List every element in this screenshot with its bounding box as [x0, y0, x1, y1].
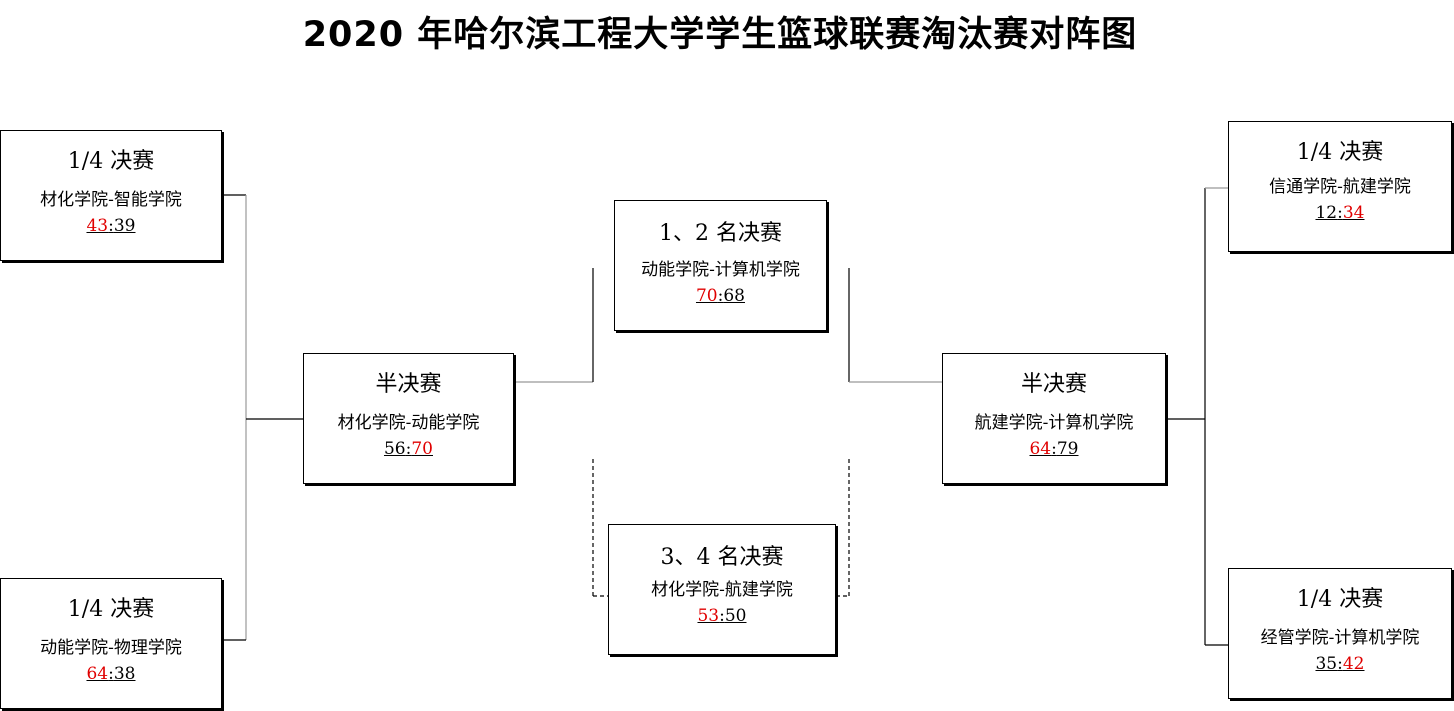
match-score: 35:42	[1229, 653, 1451, 675]
score-b: 34	[1342, 203, 1365, 223]
match-score: 53:50	[609, 605, 835, 627]
match-box-qf1: 1/4 决赛 材化学院-智能学院 43:39	[0, 130, 222, 261]
match-teams: 动能学院-物理学院	[40, 638, 182, 658]
score-a: 64	[86, 664, 109, 684]
match-score: 64:38	[1, 663, 221, 685]
match-stage: 半决赛	[375, 372, 442, 397]
match-stage: 1/4 决赛	[1296, 587, 1384, 612]
score-separator: :	[1337, 654, 1343, 674]
match-score: 12:34	[1229, 202, 1451, 224]
match-teams: 材化学院-智能学院	[40, 190, 182, 210]
score-a: 53	[697, 606, 720, 626]
match-score: 70:68	[615, 285, 826, 307]
match-stage: 1/4 决赛	[67, 149, 155, 174]
score-a: 64	[1029, 439, 1052, 459]
score-a: 70	[695, 286, 718, 306]
match-teams: 材化学院-动能学院	[337, 413, 480, 433]
score-separator: :	[108, 664, 114, 684]
match-box-sf1: 半决赛 材化学院-动能学院 56:70	[303, 353, 514, 484]
score-separator: :	[1337, 203, 1343, 223]
score-a: 43	[86, 216, 109, 236]
score-a: 35	[1315, 654, 1338, 674]
match-stage: 1/4 决赛	[67, 597, 155, 622]
score-b: 42	[1342, 654, 1365, 674]
score-separator: :	[1051, 439, 1057, 459]
score-b: 50	[724, 606, 747, 626]
score-b: 79	[1056, 439, 1079, 459]
match-box-qf3: 1/4 决赛 信通学院-航建学院 12:34	[1228, 121, 1452, 252]
score-a: 56	[383, 439, 406, 459]
score-separator: :	[108, 216, 114, 236]
match-teams: 信通学院-航建学院	[1269, 177, 1411, 197]
score-separator: :	[719, 606, 725, 626]
match-stage: 1/4 决赛	[1296, 140, 1384, 165]
score-a: 12	[1315, 203, 1338, 223]
score-b: 38	[113, 664, 136, 684]
score-separator: :	[717, 286, 724, 306]
match-box-qf2: 1/4 决赛 动能学院-物理学院 64:38	[0, 578, 222, 709]
match-teams: 航建学院-计算机学院	[974, 413, 1134, 433]
match-box-final: 1、2 名决赛 动能学院-计算机学院 70:68	[614, 200, 827, 331]
match-stage: 1、2 名决赛	[659, 221, 782, 246]
match-score: 64:79	[943, 438, 1165, 460]
score-b: 68	[723, 286, 745, 306]
match-box-qf4: 1/4 决赛 经管学院-计算机学院 35:42	[1228, 568, 1452, 699]
score-b: 70	[411, 439, 433, 459]
page-title: 2020 年哈尔滨工程大学学生篮球联赛淘汰赛对阵图	[302, 15, 1138, 55]
match-score: 43:39	[1, 215, 221, 237]
match-box-third-place: 3、4 名决赛 材化学院-航建学院 53:50	[608, 524, 836, 655]
score-separator: :	[405, 439, 412, 459]
match-box-sf2: 半决赛 航建学院-计算机学院 64:79	[942, 353, 1166, 484]
match-stage: 3、4 名决赛	[660, 545, 784, 570]
match-score: 56:70	[304, 438, 513, 460]
match-stage: 半决赛	[1020, 372, 1087, 397]
match-teams: 经管学院-计算机学院	[1260, 628, 1420, 648]
match-teams: 动能学院-计算机学院	[641, 260, 800, 280]
score-b: 39	[113, 216, 136, 236]
match-teams: 材化学院-航建学院	[651, 580, 793, 600]
